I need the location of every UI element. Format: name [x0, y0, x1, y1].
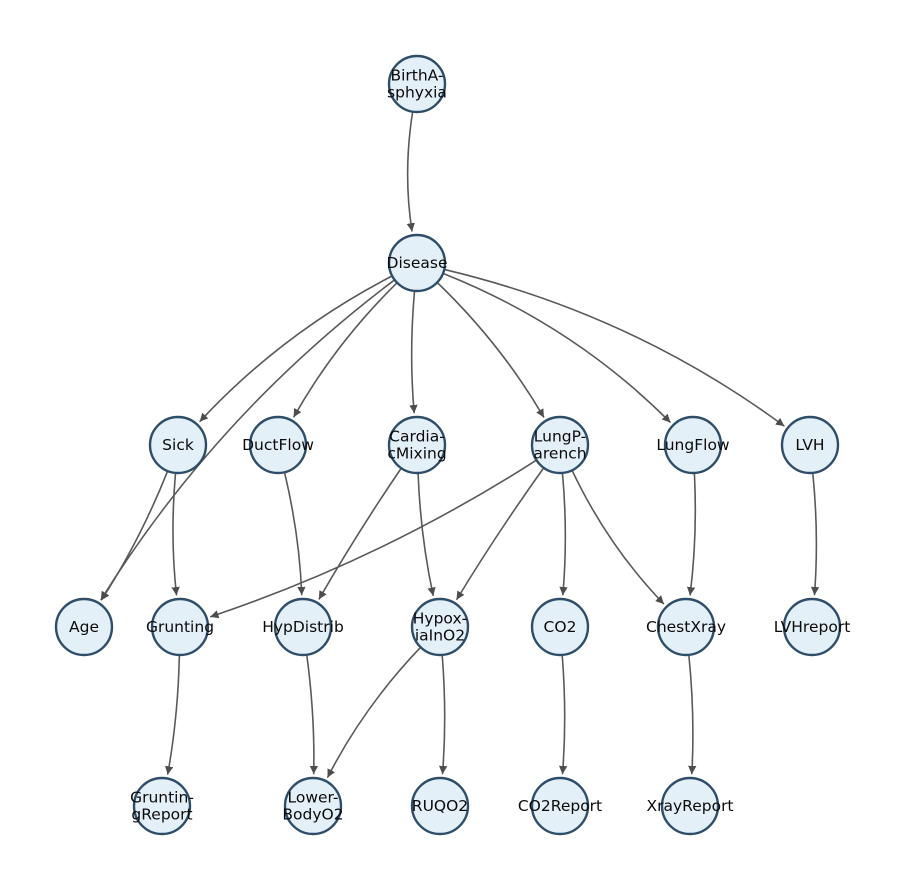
edge-LungParench-to-CO2 [559, 473, 568, 596]
node-circle-RUQO2[interactable] [410, 776, 470, 836]
node-circle-CO2[interactable] [530, 597, 590, 657]
edge-ChestXray-to-XrayReport [688, 655, 697, 775]
node-Age[interactable]: Age [54, 597, 114, 657]
node-circle-HypoxiaInO2[interactable] [410, 597, 470, 657]
node-circle-CO2Report[interactable] [530, 776, 590, 836]
edge-HypDistrib-to-LowerBodyO2 [306, 654, 319, 775]
node-circle-DuctFlow[interactable] [248, 415, 308, 475]
node-RUQO2[interactable]: RUQO2 [410, 776, 470, 836]
node-Grunting[interactable]: Grunting [146, 597, 214, 657]
node-LVHreport[interactable]: LVHreport [774, 597, 851, 657]
edge-Disease-to-Age [100, 279, 395, 601]
node-circle-Grunting[interactable] [150, 597, 210, 657]
node-GruntingReport[interactable]: Gruntin-gReport [130, 776, 194, 836]
node-HypDistrib[interactable]: HypDistrib [262, 597, 344, 657]
edge-LungParench-to-HypoxiaInO2 [456, 467, 544, 601]
edge-CardiacMixing-to-HypDistrib [318, 468, 402, 600]
edge-LVH-to-LVHreport [810, 473, 820, 596]
edge-CardiacMixing-to-HypoxiaInO2 [417, 473, 436, 597]
edge-HypoxiaInO2-to-LowerBodyO2 [326, 647, 421, 778]
node-circle-LungFlow[interactable] [663, 415, 723, 475]
node-circle-LVHreport[interactable] [782, 597, 842, 657]
node-circle-Sick[interactable] [148, 415, 208, 475]
edge-CO2-to-CO2Report [558, 655, 568, 775]
node-LungFlow[interactable]: LungFlow [656, 415, 730, 475]
edge-Disease-to-DuctFlow [293, 282, 398, 418]
edge-Disease-to-Sick [199, 275, 393, 422]
node-CardiacMixing[interactable]: Cardia-cMixing [387, 415, 447, 475]
node-circle-XrayReport[interactable] [660, 776, 720, 836]
edge-Disease-to-LVH [444, 268, 785, 427]
edge-LungParench-to-ChestXray [571, 470, 665, 605]
node-LVH[interactable]: LVH [780, 415, 840, 475]
node-circle-Disease[interactable] [387, 233, 447, 293]
edge-LungParench-to-Grunting [210, 459, 537, 619]
edge-BirthAsphyxia-to-Disease [406, 111, 415, 232]
edge-Sick-to-Age [100, 471, 169, 601]
node-LungParench[interactable]: LungP-arench [530, 415, 590, 475]
node-circle-ChestXray[interactable] [656, 597, 716, 657]
edge-HypoxiaInO2-to-RUQO2 [438, 655, 448, 775]
node-BirthAsphyxia[interactable]: BirthA-sphyxia [387, 54, 447, 114]
node-circle-HypDistrib[interactable] [273, 597, 333, 657]
node-DuctFlow[interactable]: DuctFlow [242, 415, 314, 475]
node-circle-LungParench[interactable] [530, 415, 590, 475]
edge-layer [100, 111, 820, 778]
edge-Sick-to-Grunting [171, 473, 180, 596]
node-circle-LVH[interactable] [780, 415, 840, 475]
node-CO2[interactable]: CO2 [530, 597, 590, 657]
node-circle-GruntingReport[interactable] [132, 776, 192, 836]
edge-Grunting-to-GruntingReport [165, 655, 181, 775]
node-Disease[interactable]: Disease [387, 233, 448, 293]
node-Sick[interactable]: Sick [148, 415, 208, 475]
node-circle-Age[interactable] [54, 597, 114, 657]
node-XrayReport[interactable]: XrayReport [646, 776, 734, 836]
node-circle-LowerBodyO2[interactable] [283, 776, 343, 836]
node-circle-CardiacMixing[interactable] [387, 415, 447, 475]
edge-Disease-to-LungParench [437, 282, 545, 418]
edge-Disease-to-CardiacMixing [409, 291, 418, 414]
node-CO2Report[interactable]: CO2Report [518, 776, 602, 836]
node-HypoxiaInO2[interactable]: Hypox-iaInO2 [410, 597, 470, 657]
node-circle-BirthAsphyxia[interactable] [387, 54, 447, 114]
edge-DuctFlow-to-HypDistrib [283, 472, 306, 596]
node-LowerBodyO2[interactable]: Lower-BodyO2 [282, 776, 344, 836]
edge-LungFlow-to-ChestXray [686, 473, 697, 596]
edge-Disease-to-LungFlow [443, 272, 671, 423]
node-ChestXray[interactable]: ChestXray [646, 597, 726, 657]
